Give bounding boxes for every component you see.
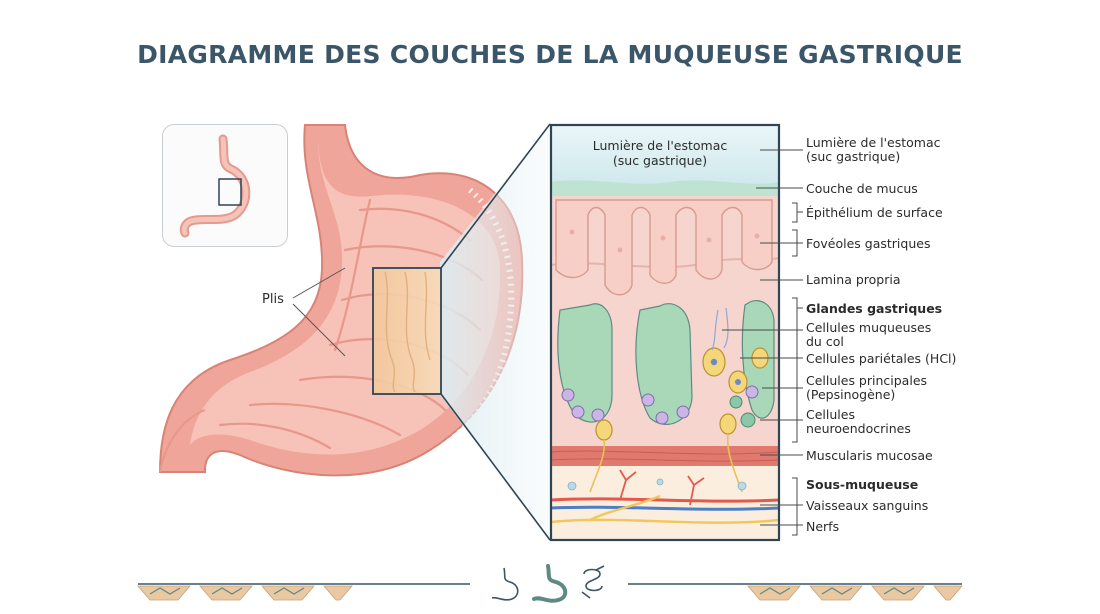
label-lumen-line1: Lumière de l'estomac	[806, 135, 941, 150]
lumen-inner-label: Lumière de l'estomac (suc gastrique)	[560, 138, 760, 168]
mucosa-detail-panel	[549, 123, 781, 542]
label-neck-cells: Cellules muqueuses du col	[806, 321, 931, 349]
label-lumen-line2: (suc gastrique)	[806, 149, 901, 164]
lumen-inner-line1: Lumière de l'estomac	[592, 138, 728, 153]
zoom-projection	[440, 124, 550, 540]
label-chief-cells-line1: Cellules principales	[806, 373, 928, 388]
page-title: DIAGRAMME DES COUCHES DE LA MUQUEUSE GAS…	[137, 40, 963, 69]
label-submucosa: Sous-muqueuse	[806, 477, 919, 492]
label-mucus: Couche de mucus	[806, 181, 918, 196]
folds-label: Plis	[262, 292, 284, 307]
zoom-box	[372, 267, 442, 395]
label-chief-cells-line2: (Pepsinogène)	[806, 387, 896, 402]
label-leader-lines	[722, 149, 803, 536]
label-foveolae: Fovéoles gastriques	[806, 236, 931, 251]
label-chief-cells: Cellules principales (Pepsinogène)	[806, 374, 927, 402]
label-neck-cells-line2: du col	[806, 334, 844, 349]
label-muscularis: Muscularis mucosae	[806, 448, 933, 463]
label-gastric-glands: Glandes gastriques	[806, 301, 943, 316]
footer-decoration	[137, 583, 963, 601]
stomach-filled-icon	[532, 564, 568, 603]
label-neuro-line2: neuroendocrines	[806, 421, 911, 436]
label-parietal-cells: Cellules pariétales (HCl)	[806, 351, 957, 366]
stomach-illustration	[158, 123, 551, 541]
label-nerves: Nerfs	[806, 519, 840, 534]
detail-frame	[549, 123, 781, 542]
intestine-icon	[581, 565, 605, 599]
label-epithelium: Épithélium de surface	[806, 205, 943, 220]
label-lamina-propria: Lamina propria	[806, 272, 901, 287]
label-lumen: Lumière de l'estomac (suc gastrique)	[806, 136, 941, 164]
stomach-location-inset	[162, 124, 288, 247]
label-neuro-line1: Cellules	[806, 407, 855, 422]
lumen-inner-line2: (suc gastrique)	[612, 153, 708, 168]
label-neck-cells-line1: Cellules muqueuses	[806, 320, 932, 335]
label-blood-vessels: Vaisseaux sanguins	[806, 498, 929, 513]
stomach-outline-icon	[491, 567, 519, 601]
stomach-thumbnail-icon	[179, 134, 251, 238]
label-neuroendocrine-cells: Cellules neuroendocrines	[806, 408, 911, 436]
